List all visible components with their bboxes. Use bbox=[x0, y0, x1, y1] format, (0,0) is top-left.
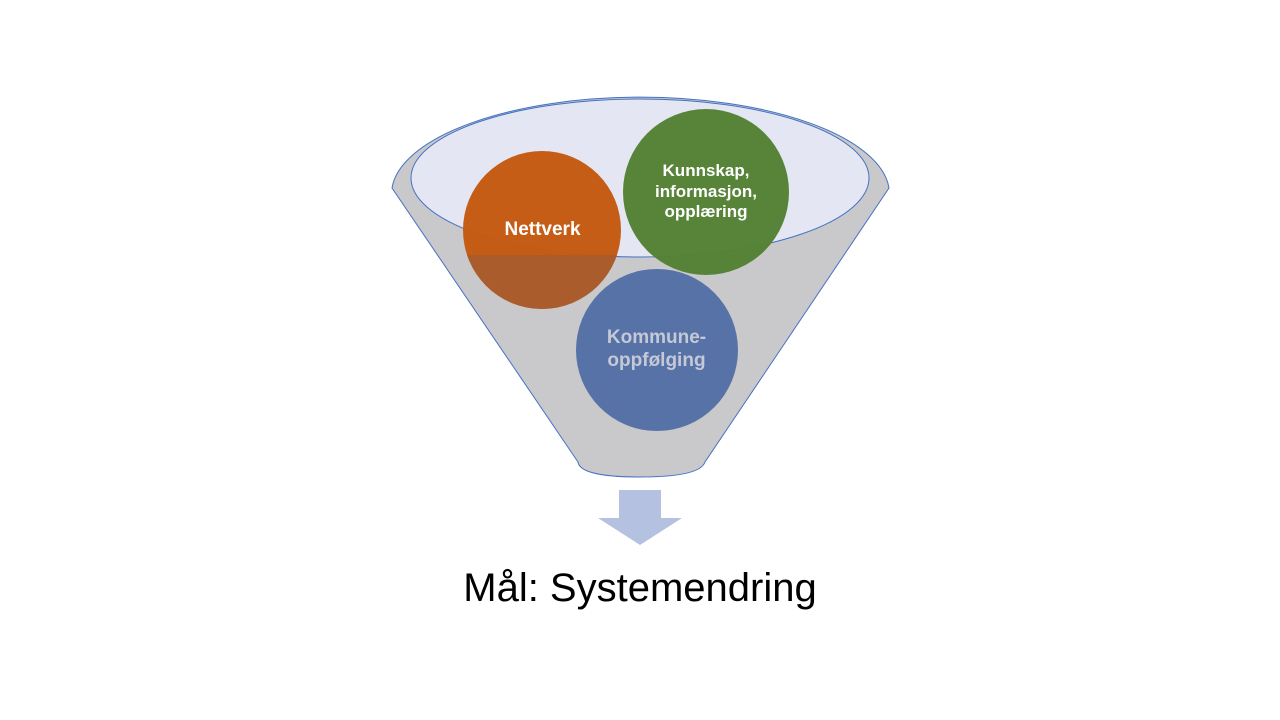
nettverk-label: Nettverk bbox=[504, 218, 581, 240]
kommune-label: Kommune- oppfølging bbox=[606, 327, 707, 371]
kunnskap-label: Kunnskap, informasjon, opplæring bbox=[654, 161, 757, 222]
kommune-bubble bbox=[576, 269, 738, 431]
kunnskap-bubble bbox=[623, 109, 789, 275]
down-arrow-icon bbox=[598, 490, 682, 545]
goal-title: Mål: Systemendring bbox=[463, 566, 817, 610]
nettverk-lower-tint bbox=[467, 255, 617, 309]
